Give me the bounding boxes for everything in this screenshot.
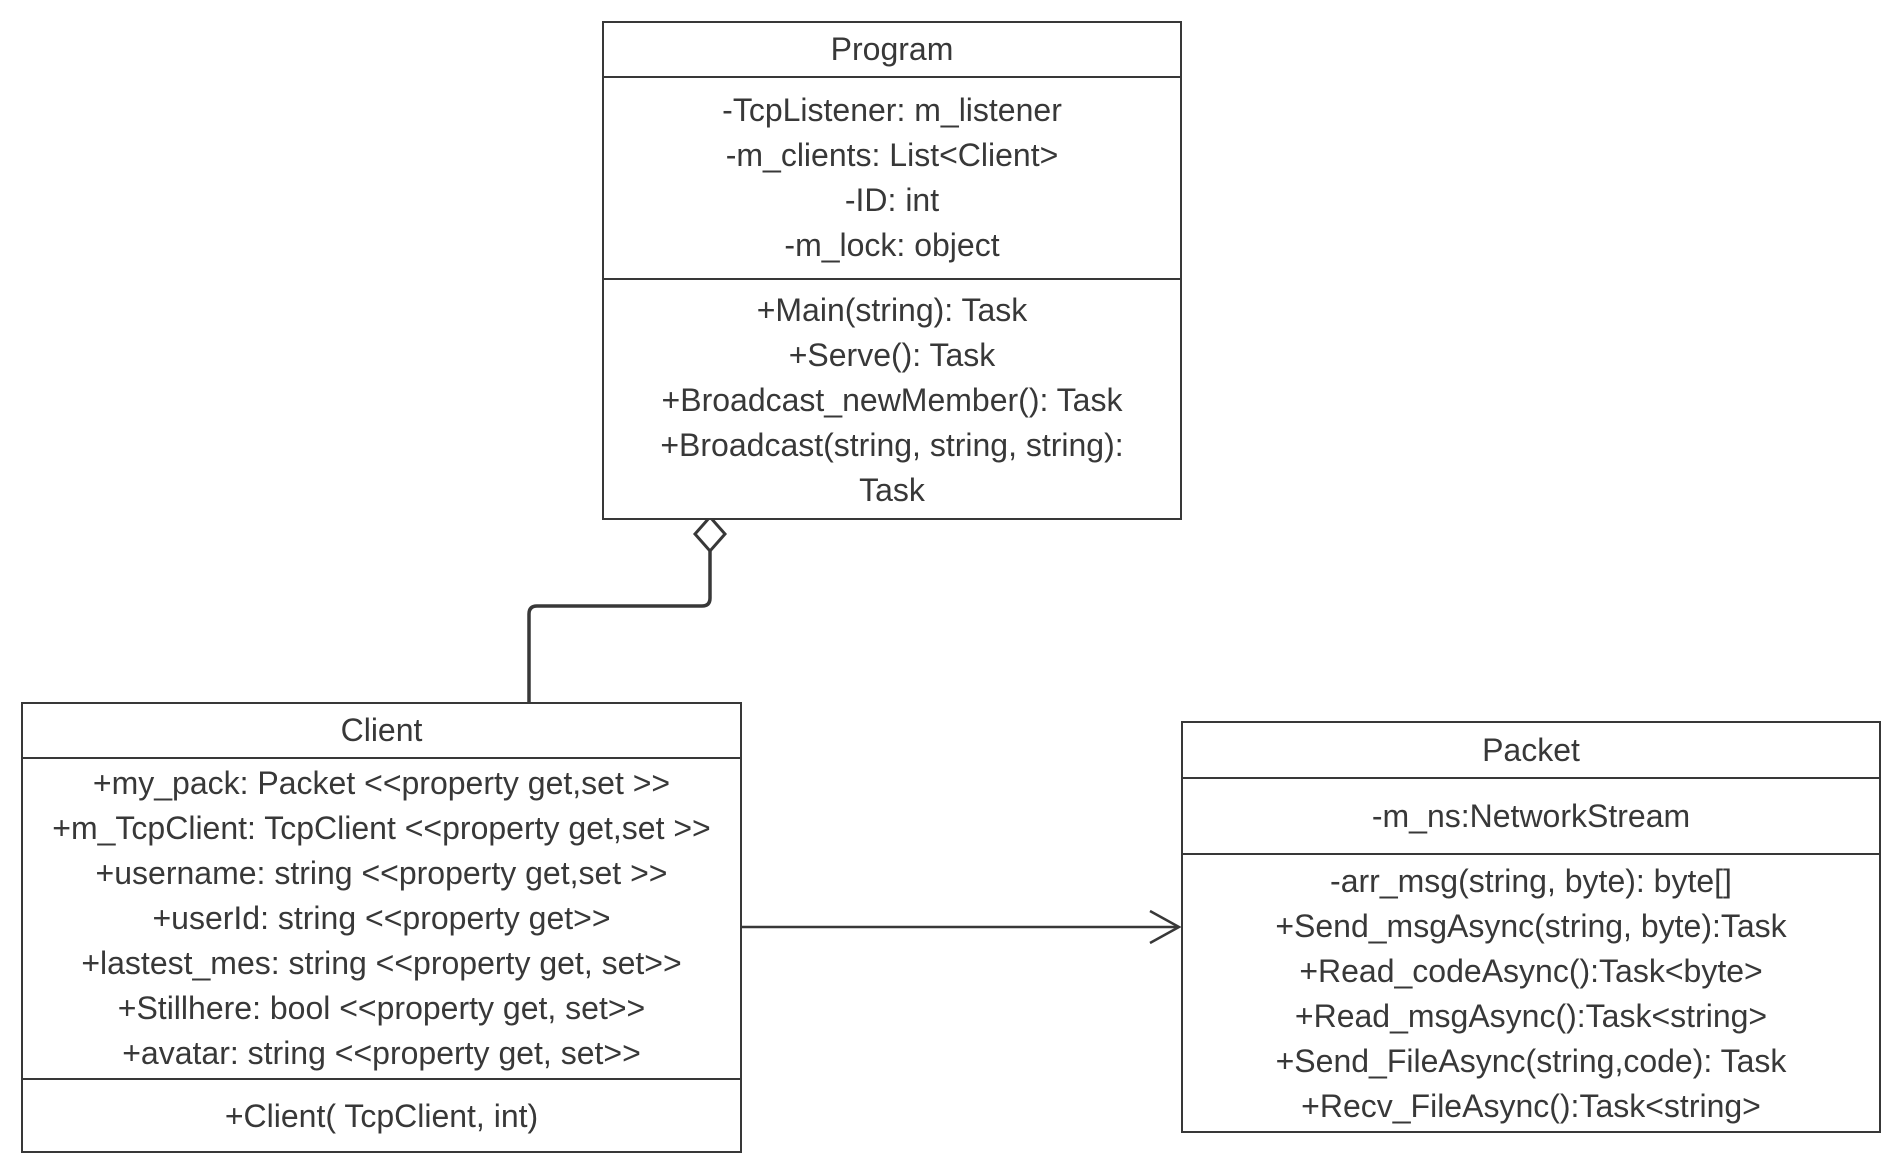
methods-section-packet: -arr_msg(string, byte): byte[] +Send_msgA… <box>1183 855 1879 1133</box>
member-line: -m_clients: List<Client> <box>725 137 1059 173</box>
member-line: -arr_msg(string, byte): byte[] <box>1330 863 1732 899</box>
class-box-client: Client +my_pack: Packet <<property get,s… <box>21 702 742 1153</box>
member-line: +Broadcast_newMember(): Task <box>661 381 1123 418</box>
class-box-packet: Packet -m_ns:NetworkStream -arr_msg(stri… <box>1181 721 1881 1133</box>
member-line: +Read_msgAsync():Task<string> <box>1294 998 1768 1034</box>
methods-section-program: +Main(string): Task +Serve(): Task +Broadc… <box>604 280 1180 520</box>
attributes-section-program: -TcpListener: m_listener -m_clients: List… <box>604 78 1180 280</box>
member-line: +Main(string): Task <box>756 291 1028 328</box>
member-line: +Client( TcpClient, int) <box>224 1098 539 1134</box>
member-line: +Broadcast(string, string, string): Task <box>660 426 1124 508</box>
member-line: +Serve(): Task <box>788 336 996 373</box>
class-title-packet: Packet <box>1183 723 1879 779</box>
methods-section-client: +Client( TcpClient, int) <box>23 1080 740 1153</box>
class-title-program: Program <box>604 23 1180 78</box>
attributes-section-client: +my_pack: Packet <<property get,set >> +m… <box>23 759 740 1080</box>
member-line: +Send_FileAsync(string,code): Task <box>1275 1043 1787 1079</box>
member-line: +my_pack: Packet <<property get,set >> <box>92 765 671 801</box>
class-title-client: Client <box>23 704 740 759</box>
member-line: +userId: string <<property get>> <box>152 900 611 936</box>
aggregation-diamond-icon <box>692 514 728 554</box>
member-line: +avatar: string <<property get, set>> <box>122 1035 641 1071</box>
aggregation-connector-line <box>527 551 712 702</box>
attributes-section-packet: -m_ns:NetworkStream <box>1183 779 1879 855</box>
member-line: +Send_msgAsync(string, byte):Task <box>1275 908 1787 944</box>
member-line: -TcpListener: m_listener <box>722 92 1062 128</box>
class-box-program: Program -TcpListener: m_listener -m_clien… <box>602 21 1182 520</box>
member-line: -m_ns:NetworkStream <box>1371 797 1691 834</box>
member-line: +username: string <<property get,set >> <box>95 855 668 891</box>
member-line: +m_TcpClient: TcpClient <<property get,s… <box>52 810 711 846</box>
association-open-arrow-icon <box>1149 909 1182 945</box>
member-line: -m_lock: object <box>784 227 1000 263</box>
member-line: +Read_codeAsync():Task<byte> <box>1299 953 1763 989</box>
member-line: +lastest_mes: string <<property get, set… <box>81 945 682 981</box>
member-line: +Recv_FileAsync():Task<string> <box>1301 1088 1761 1124</box>
member-line: +Stillhere: bool <<property get, set>> <box>117 990 646 1026</box>
member-line: -ID: int <box>844 182 940 218</box>
